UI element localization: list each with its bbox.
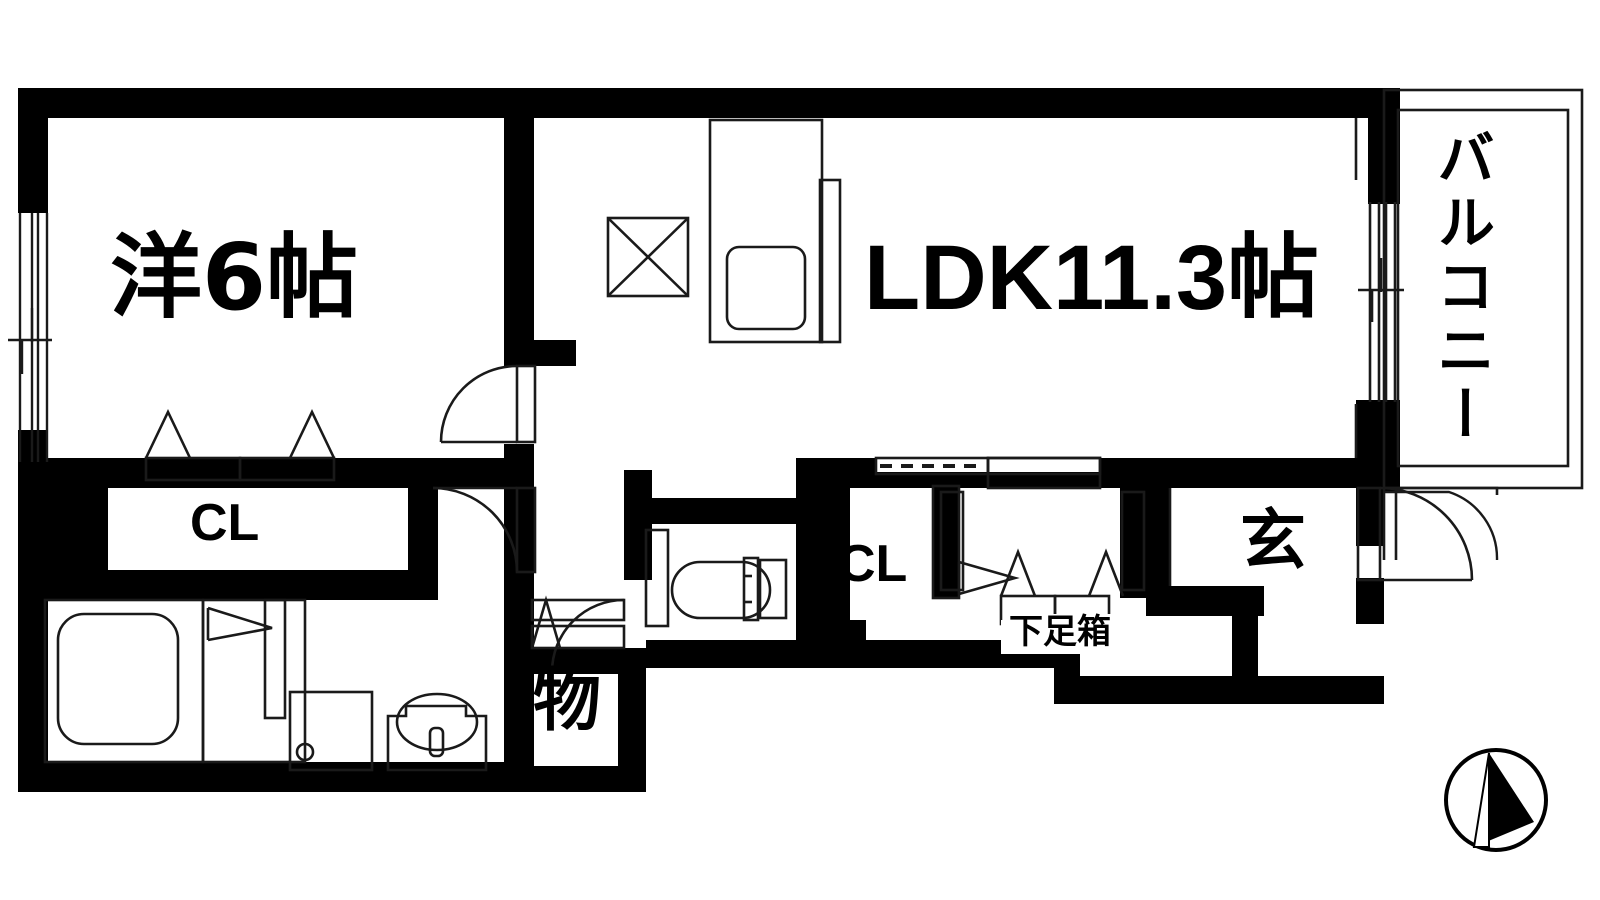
bathtub-fixture [43,598,205,764]
washroom-entry-door-arrow [206,598,287,720]
wash-basin-vanity [386,692,488,772]
room-label-genkan: 玄 [1240,502,1306,579]
washing-machine-pan [288,690,374,772]
ldk-balcony-sliding-door [1358,202,1404,402]
room-label-western-room: 洋6帖 [110,224,359,331]
toilet-fixture [670,556,788,622]
room-label-ldk: LDK11.3帖 [864,227,1320,329]
kitchen-stove [606,216,690,298]
room-label-closet-hall: CL [838,535,908,593]
entrance-door-swing [1356,486,1474,582]
washroom-door-swing [432,486,537,574]
room-label-shoe-box: 下足箱 [1006,614,1114,650]
north-arrow-compass [1444,748,1548,852]
thin-linework [8,88,1584,772]
ldk-sliding-door [874,456,1102,490]
bedroom-door-swing [439,364,537,444]
genkan-jambs [939,490,1146,592]
toilet-door-jamb [644,528,670,628]
storage-door-swing [530,595,626,673]
kitchen-wall-nib [818,178,842,344]
room-label-closet-bedroom: CL [190,494,260,552]
washroom-floor-panel [201,598,307,764]
hall-closet-doors [931,484,1020,600]
kitchen-counter-and-sink [708,118,824,344]
room-label-storage: 物 [533,662,602,741]
room-label-balcony: バルコニー [1427,128,1495,448]
balcony-lower-outline [1382,486,1499,561]
bedroom-sliding-window [8,213,52,462]
bedroom-closet-folding-doors [144,408,336,482]
